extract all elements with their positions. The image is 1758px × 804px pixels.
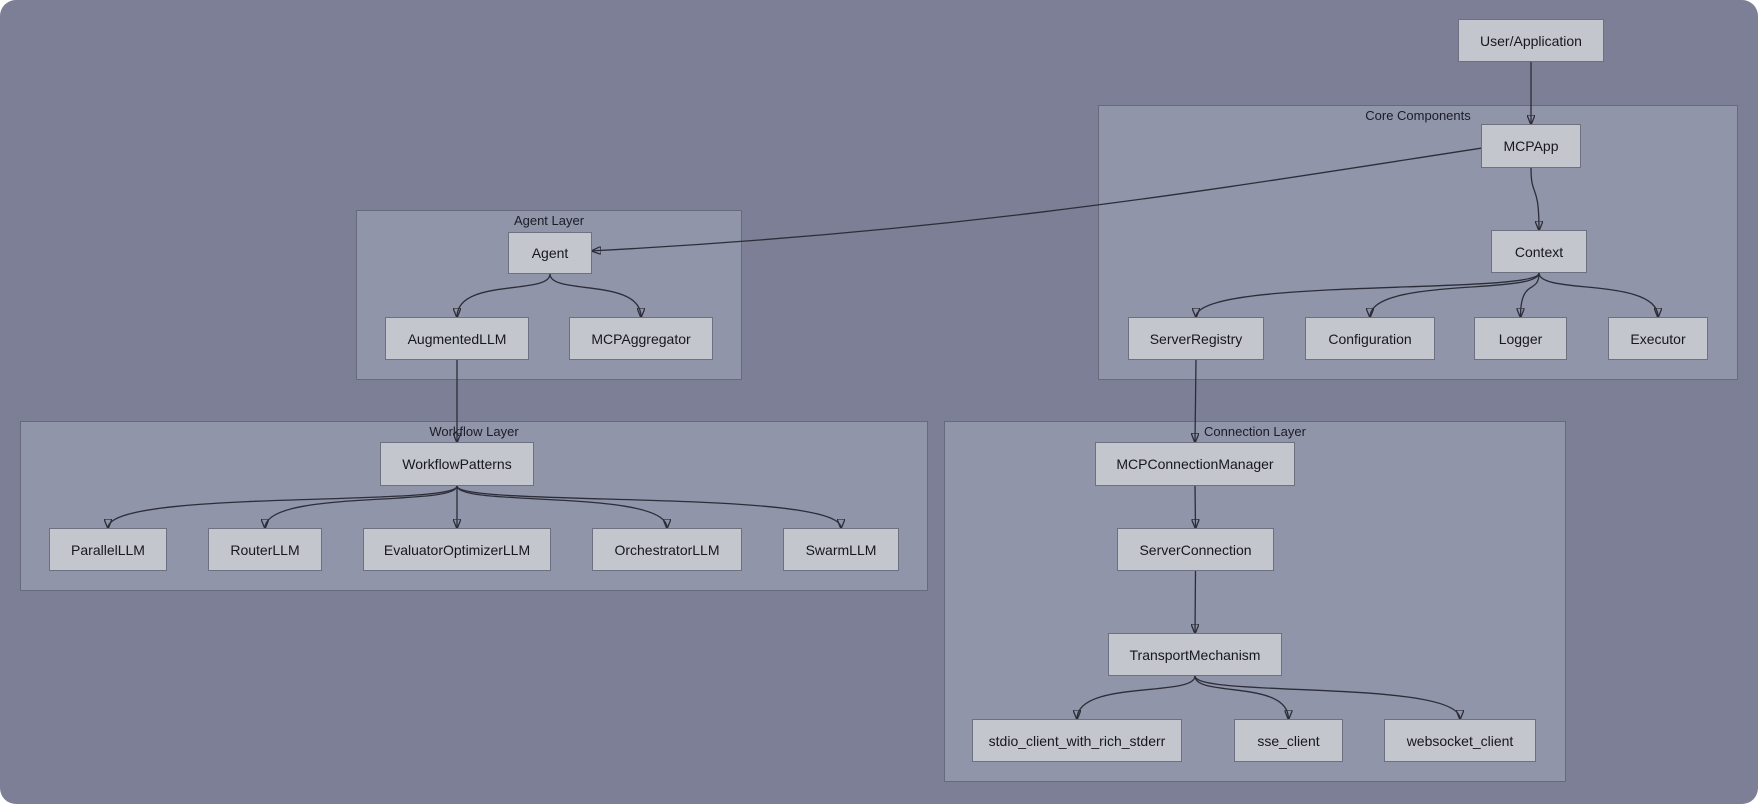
node-mcp-connection-manager[interactable]: MCPConnectionManager bbox=[1095, 442, 1295, 486]
node-transport-mechanism[interactable]: TransportMechanism bbox=[1108, 633, 1282, 676]
node-orchestrator-llm[interactable]: OrchestratorLLM bbox=[592, 528, 742, 571]
node-websocket-client[interactable]: websocket_client bbox=[1384, 719, 1536, 762]
node-configuration[interactable]: Configuration bbox=[1305, 317, 1435, 360]
node-logger[interactable]: Logger bbox=[1474, 317, 1567, 360]
node-server-connection[interactable]: ServerConnection bbox=[1117, 528, 1274, 571]
node-evaluator-optimizer-llm[interactable]: EvaluatorOptimizerLLM bbox=[363, 528, 551, 571]
node-router-llm[interactable]: RouterLLM bbox=[208, 528, 322, 571]
cluster-label-agent-layer: Agent Layer bbox=[513, 213, 585, 228]
node-server-registry[interactable]: ServerRegistry bbox=[1128, 317, 1264, 360]
node-context[interactable]: Context bbox=[1491, 230, 1587, 273]
node-mcp-aggregator[interactable]: MCPAggregator bbox=[569, 317, 713, 360]
cluster-label-connection-layer: Connection Layer bbox=[1204, 424, 1306, 439]
node-stdio-client[interactable]: stdio_client_with_rich_stderr bbox=[972, 719, 1182, 762]
node-parallel-llm[interactable]: ParallelLLM bbox=[49, 528, 167, 571]
node-swarm-llm[interactable]: SwarmLLM bbox=[783, 528, 899, 571]
node-workflow-patterns[interactable]: WorkflowPatterns bbox=[380, 442, 534, 486]
cluster-label-workflow-layer: Workflow Layer bbox=[429, 424, 519, 439]
node-executor[interactable]: Executor bbox=[1608, 317, 1708, 360]
node-augmented-llm[interactable]: AugmentedLLM bbox=[385, 317, 529, 360]
cluster-label-core-components: Core Components bbox=[1365, 108, 1471, 123]
node-sse-client[interactable]: sse_client bbox=[1234, 719, 1343, 762]
node-user-application[interactable]: User/Application bbox=[1458, 19, 1604, 62]
node-agent[interactable]: Agent bbox=[508, 232, 592, 274]
node-mcpapp[interactable]: MCPApp bbox=[1481, 124, 1581, 168]
